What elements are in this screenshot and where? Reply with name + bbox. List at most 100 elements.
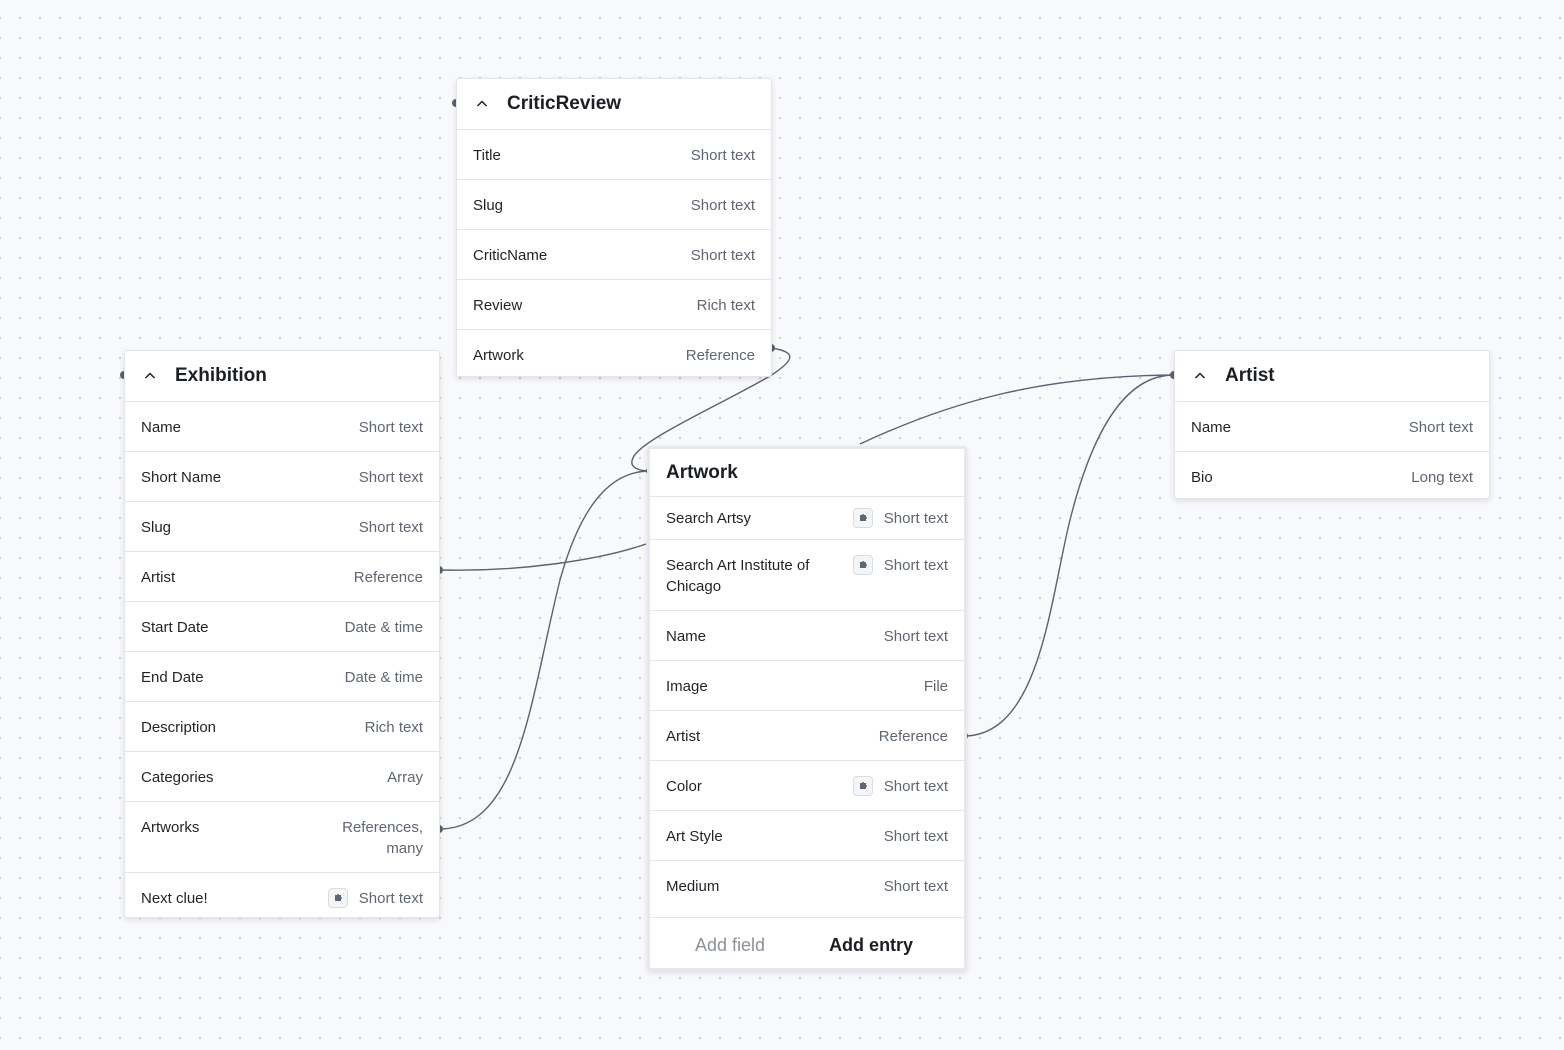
field-name: End Date (141, 669, 204, 686)
card-title: Artist (1225, 365, 1275, 386)
field-name: Slug (473, 197, 504, 214)
field-name: Artist (666, 728, 701, 745)
field-row[interactable]: Name Short text (1175, 402, 1489, 452)
field-name: Slug (141, 519, 172, 536)
field-type: Short text (358, 419, 423, 436)
field-type: References, many (342, 819, 423, 857)
app-puzzle-icon (852, 555, 873, 575)
connector-artwork-artist-to-artist (963, 374, 1175, 737)
field-row[interactable]: Image File (650, 661, 964, 711)
field-name: Start Date (141, 619, 209, 636)
chevron-up-icon[interactable] (1191, 367, 1209, 385)
field-type: Long text (1411, 469, 1473, 486)
field-type: Short text (358, 890, 423, 907)
field-name: Bio (1191, 469, 1213, 486)
card-footer: Add field Add entry (650, 917, 964, 968)
field-name: Title (473, 147, 501, 164)
field-type: Short text (1408, 419, 1473, 436)
field-name: Artwork (473, 347, 524, 364)
field-type: Short text (358, 469, 423, 486)
add-entry-button[interactable]: Add entry (829, 934, 914, 955)
field-row[interactable]: Artwork Reference (457, 330, 771, 376)
card-header[interactable]: Artwork (650, 449, 964, 497)
field-type: Short text (690, 247, 755, 264)
field-row[interactable]: Slug Short text (125, 502, 439, 552)
connector-exhibition-artist-to-artist (438, 543, 647, 571)
connector-exhibition-artist-to-artist-b (859, 374, 1175, 445)
field-row[interactable]: Artworks References, many (125, 802, 439, 873)
field-type: File (923, 678, 948, 695)
field-row[interactable]: Search Artsy Short text (650, 497, 964, 540)
card-header[interactable]: CriticReview (457, 79, 771, 130)
card-header[interactable]: Artist (1175, 351, 1489, 402)
field-row[interactable]: Art Style Short text (650, 811, 964, 861)
field-row[interactable]: Artist Reference (125, 552, 439, 602)
field-row[interactable]: Color Short text (650, 761, 964, 811)
field-name: Artworks (141, 819, 200, 836)
field-type: Reference (878, 728, 948, 745)
add-field-button[interactable]: Add field (695, 934, 766, 955)
field-type: Reference (685, 347, 755, 364)
field-name: Search Art Institute of Chicago (666, 557, 810, 595)
field-type: Short text (883, 510, 948, 527)
field-name: Art Style (666, 828, 723, 845)
app-puzzle-icon (852, 508, 873, 528)
field-type: Short text (883, 828, 948, 845)
field-row[interactable]: CriticName Short text (457, 230, 771, 280)
field-row[interactable]: Next clue! Short text (125, 873, 439, 917)
field-name: Medium (666, 878, 720, 895)
field-row[interactable]: Name Short text (125, 402, 439, 452)
field-type: Short text (690, 147, 755, 164)
field-name: Artist (141, 569, 176, 586)
field-row[interactable]: Medium Short text (650, 861, 964, 917)
field-name: Next clue! (141, 890, 208, 907)
app-puzzle-icon (852, 776, 873, 796)
field-row[interactable]: End Date Date & time (125, 652, 439, 702)
card-title: Exhibition (175, 365, 267, 386)
app-puzzle-icon (327, 888, 348, 908)
field-row[interactable]: Categories Array (125, 752, 439, 802)
field-name: Name (666, 628, 707, 645)
field-row[interactable]: Artist Reference (650, 711, 964, 761)
connector-exhibition-artworks-to-artwork (438, 470, 651, 830)
field-type-group: Short text (852, 508, 948, 529)
field-name: Search Artsy (666, 510, 752, 527)
field-type-group: Short text (852, 555, 948, 576)
field-type: Short text (883, 628, 948, 645)
field-type: Short text (883, 557, 948, 574)
field-type-group: Short text (852, 776, 948, 797)
card-header[interactable]: Exhibition (125, 351, 439, 402)
field-type-group: Short text (327, 888, 423, 909)
field-name: CriticName (473, 247, 548, 264)
field-name: Name (141, 419, 182, 436)
field-type: Short text (358, 519, 423, 536)
field-row[interactable]: Start Date Date & time (125, 602, 439, 652)
card-title: Artwork (666, 461, 738, 483)
field-name: Name (1191, 419, 1232, 436)
chevron-up-icon[interactable] (473, 95, 491, 113)
field-name: Image (666, 678, 708, 695)
field-type: Short text (883, 878, 948, 895)
field-name: Color (666, 778, 702, 795)
field-name: Review (473, 297, 523, 314)
field-row[interactable]: Bio Long text (1175, 452, 1489, 498)
field-name: Categories (141, 769, 214, 786)
field-row[interactable]: Name Short text (650, 611, 964, 661)
field-row[interactable]: Search Art Institute of Chicago Short tex… (650, 540, 964, 611)
field-type: Reference (353, 569, 423, 586)
content-type-card-artist[interactable]: Artist Name Short text Bio Long text (1174, 350, 1490, 499)
chevron-up-icon[interactable] (141, 367, 159, 385)
field-name: Short Name (141, 469, 222, 486)
field-type: Array (387, 769, 423, 786)
field-type: Date & time (344, 669, 423, 686)
field-row[interactable]: Short Name Short text (125, 452, 439, 502)
card-title: CriticReview (507, 93, 622, 114)
field-type: Date & time (344, 619, 423, 636)
field-row[interactable]: Title Short text (457, 130, 771, 180)
